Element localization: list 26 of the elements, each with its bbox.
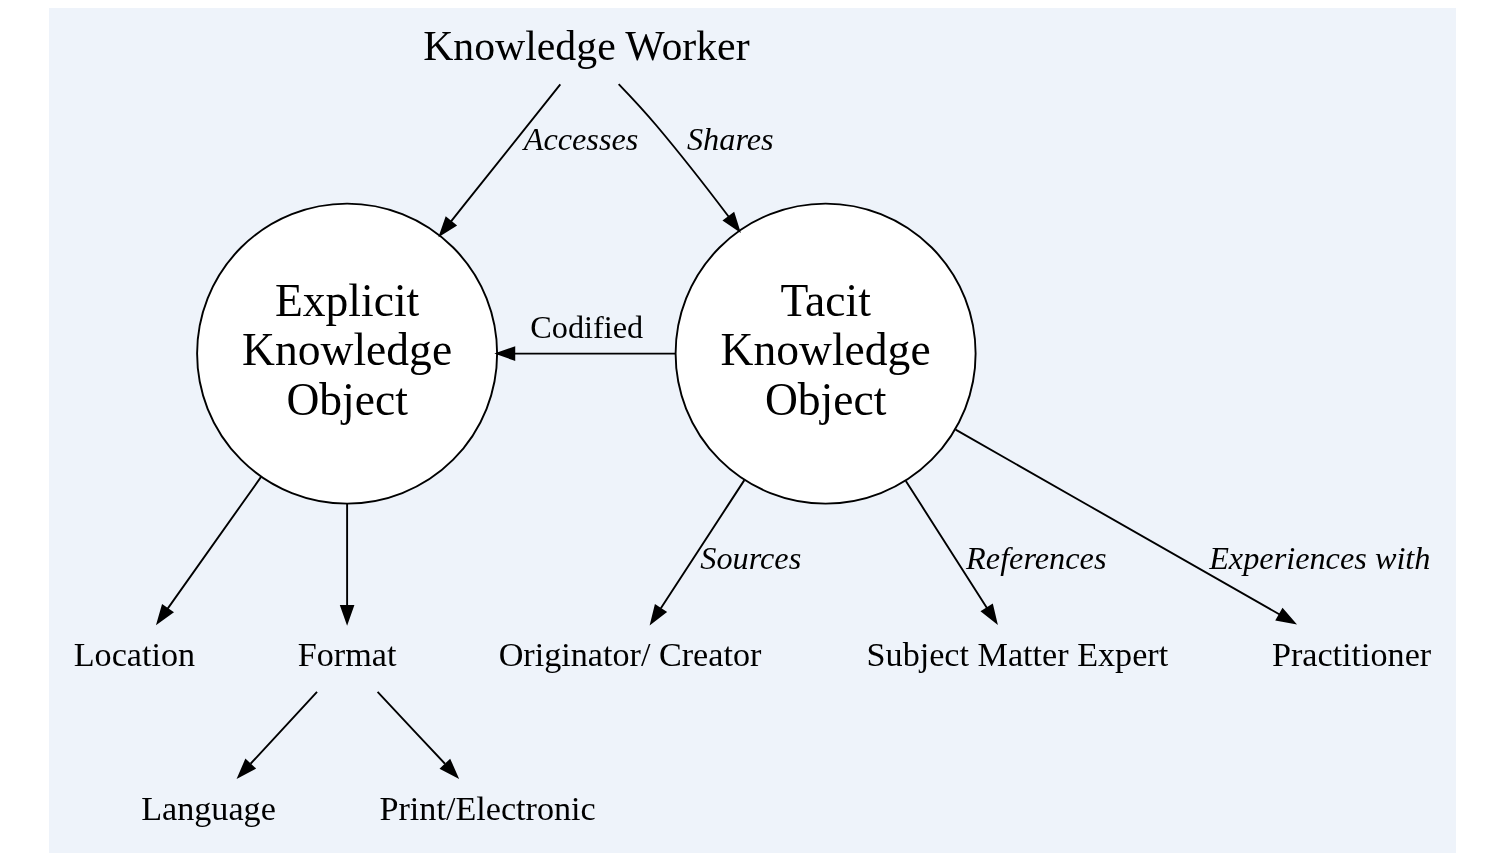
edge-label: References [965, 540, 1106, 577]
edge-label: Codified [529, 308, 643, 345]
arrow [376, 690, 459, 779]
arrow [155, 475, 262, 626]
edge-label: Experiences with [1208, 540, 1430, 577]
node-text: Subject Matter Expert [866, 635, 1168, 673]
edge-label: Accesses [523, 120, 638, 157]
edge-label: Sources [699, 540, 801, 577]
node-text: Originator/ Creator [498, 635, 761, 673]
arrow [904, 480, 998, 625]
edge-label: Shares [686, 120, 774, 157]
node-text: Print/Electronic [378, 789, 596, 827]
arrow [649, 479, 745, 626]
node-text: Practitioner [1271, 635, 1431, 673]
node-text: Location [73, 635, 195, 673]
arrow [617, 83, 741, 233]
node-circle: Tacit Knowledge Object [674, 202, 977, 505]
node-text: Format [297, 635, 396, 673]
arrow [236, 690, 318, 779]
arrow [493, 346, 676, 361]
arrow [437, 83, 561, 238]
node-text: Knowledge Worker [422, 23, 750, 70]
node-text: Language [140, 789, 276, 827]
node-circle: Explicit Knowledge Object [195, 202, 498, 505]
arrow [339, 502, 354, 626]
arrow [954, 428, 1297, 625]
